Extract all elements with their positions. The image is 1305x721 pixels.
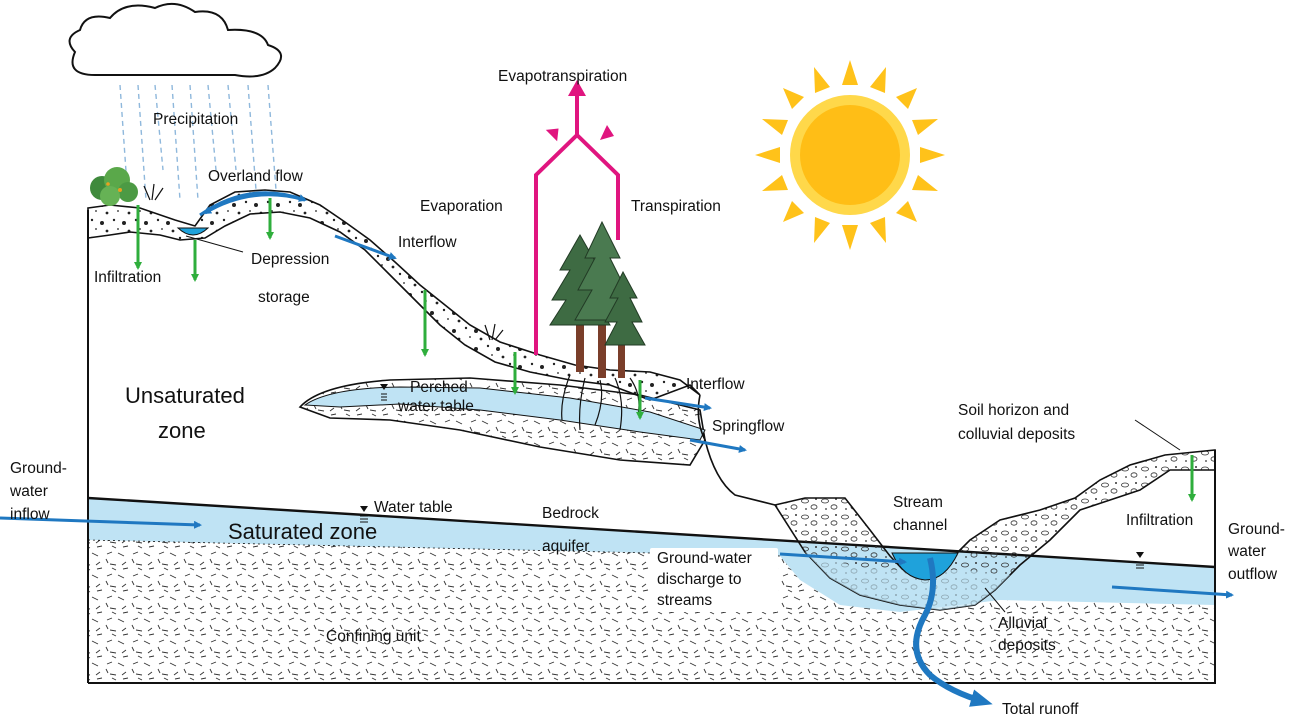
label-perched-2: water table bbox=[397, 398, 474, 415]
cross-section-outline bbox=[87, 210, 1216, 684]
label-stream-channel-2: channel bbox=[893, 517, 947, 534]
label-gw-discharge-2: discharge to bbox=[657, 571, 741, 588]
label-depression-storage-1: Depression bbox=[251, 251, 329, 268]
cloud-icon bbox=[68, 2, 283, 78]
label-evapotranspiration: Evapotranspiration bbox=[498, 68, 627, 85]
label-interflow-lower: Interflow bbox=[686, 376, 745, 393]
hillslope-soil bbox=[87, 189, 701, 401]
label-gw-outflow-2: water bbox=[1227, 543, 1266, 560]
label-gw-outflow-3: outflow bbox=[1228, 566, 1278, 583]
label-gw-outflow-1: Ground- bbox=[1228, 521, 1285, 538]
perched-water-lens bbox=[303, 386, 706, 441]
label-springflow: Springflow bbox=[712, 418, 785, 435]
label-saturated-zone: Saturated zone bbox=[228, 519, 377, 544]
label-depression-storage-2: storage bbox=[258, 289, 310, 306]
rain-icon bbox=[119, 84, 277, 201]
label-soil-horizon-2: colluvial deposits bbox=[958, 426, 1075, 443]
trees-icon bbox=[549, 220, 646, 431]
total-runoff-arrow bbox=[913, 557, 993, 707]
label-gw-inflow-2: water bbox=[9, 483, 48, 500]
label-confining-unit: Confining unit bbox=[326, 628, 421, 645]
label-water-table: Water table bbox=[374, 499, 453, 516]
infiltration-arrows bbox=[134, 198, 1196, 502]
label-soil-horizon-1: Soil horizon and bbox=[958, 402, 1069, 419]
label-perched-1: Perched bbox=[410, 379, 468, 396]
label-transpiration: Transpiration bbox=[631, 198, 721, 215]
label-bedrock-2: aquifer bbox=[542, 538, 589, 555]
sun-icon bbox=[755, 60, 945, 250]
water-table-symbol bbox=[360, 384, 1144, 569]
label-stream-channel-1: Stream bbox=[893, 494, 943, 511]
label-interflow-upper: Interflow bbox=[398, 234, 457, 251]
label-gw-inflow-3: inflow bbox=[10, 506, 50, 523]
label-total-runoff: Total runoff bbox=[1002, 701, 1079, 718]
label-infiltration-left: Infiltration bbox=[94, 269, 161, 286]
label-infiltration-right: Infiltration bbox=[1126, 512, 1193, 529]
label-unsaturated-zone-1: Unsaturated bbox=[125, 383, 245, 408]
label-gw-inflow-1: Ground- bbox=[10, 460, 67, 477]
flow-arrows bbox=[0, 191, 1234, 599]
label-unsaturated-zone-2: zone bbox=[158, 418, 206, 443]
label-alluvial-2: deposits bbox=[998, 637, 1056, 654]
label-evaporation: Evaporation bbox=[420, 198, 503, 215]
label-gw-discharge-3: streams bbox=[657, 592, 712, 609]
label-overland-flow: Overland flow bbox=[208, 168, 304, 185]
label-bedrock-1: Bedrock bbox=[542, 505, 599, 522]
label-gw-discharge-1: Ground-water bbox=[657, 550, 752, 567]
depression-storage-pond bbox=[176, 227, 210, 236]
label-alluvial-1: Alluvial bbox=[998, 615, 1047, 632]
stream-water bbox=[891, 552, 959, 581]
label-precipitation: Precipitation bbox=[153, 111, 238, 128]
bush-icon bbox=[90, 167, 138, 206]
